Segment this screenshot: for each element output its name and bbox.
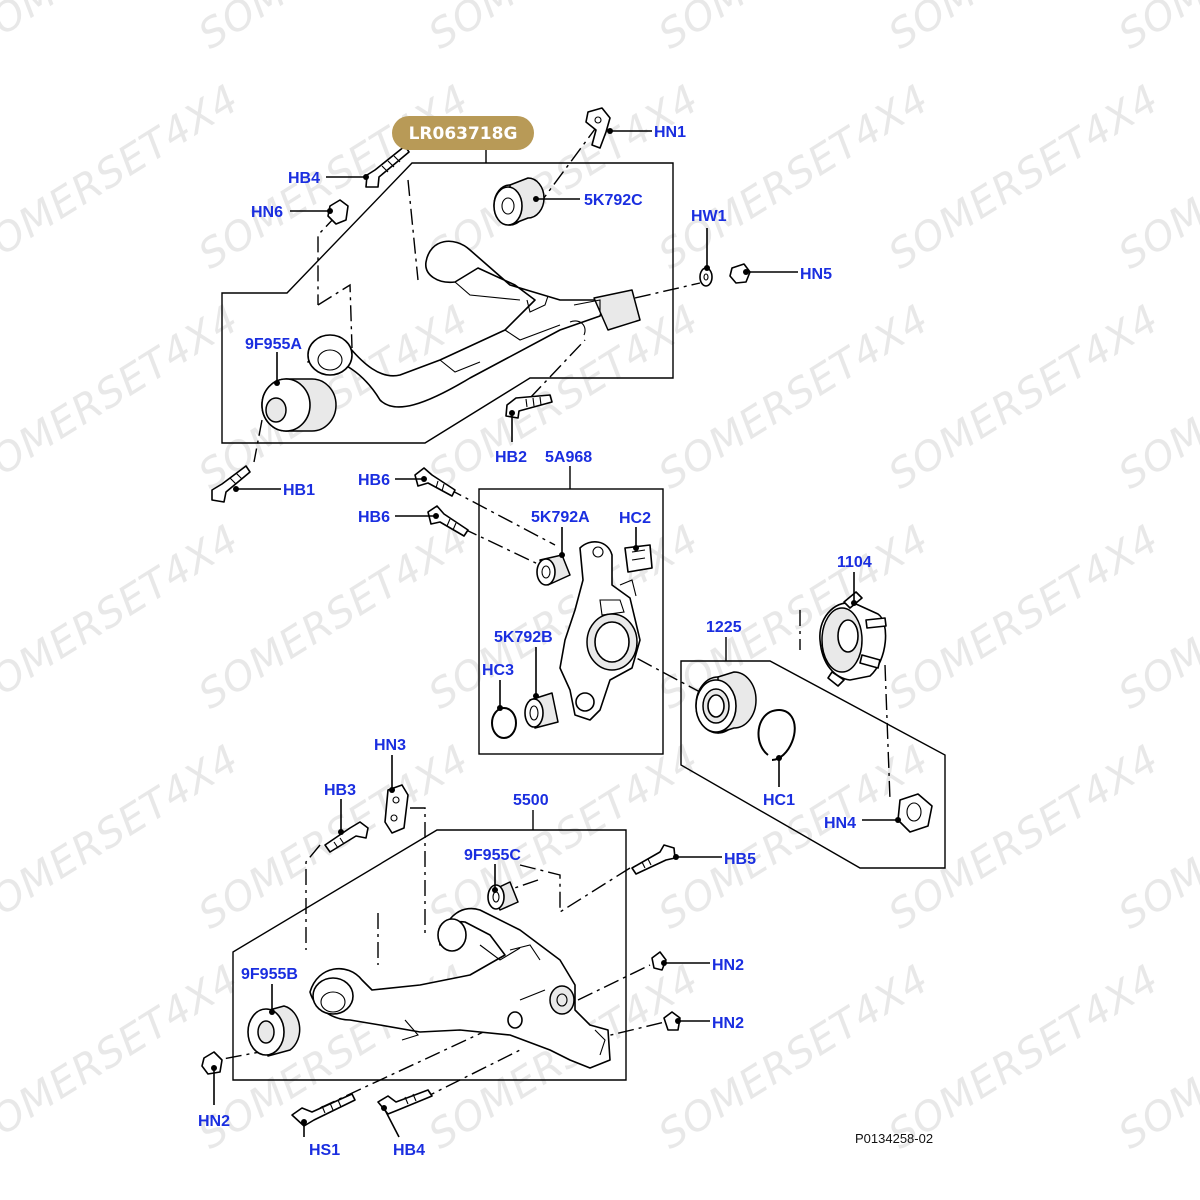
- callout-hb2: HB2: [495, 449, 527, 466]
- callout-hb6-b: HB6: [358, 509, 390, 526]
- callout-hn4: HN4: [824, 815, 856, 832]
- callout-hb3: HB3: [324, 782, 356, 799]
- nut-hn2-b: [663, 1011, 681, 1031]
- callout-9f955b: 9F955B: [241, 966, 298, 983]
- bush-5k792c: [493, 177, 545, 226]
- clip-hn1: [585, 107, 611, 149]
- callout-hc1: HC1: [763, 792, 795, 809]
- diagram-reference-code: P0134258-02: [855, 1131, 933, 1146]
- bolt-hb3: [324, 821, 369, 853]
- nut-hn2-c: [201, 1051, 223, 1075]
- callout-1104: 1104: [837, 554, 872, 571]
- upper-arm-frame: [221, 162, 674, 444]
- callout-hn2-b: HN2: [712, 1015, 744, 1032]
- callout-hb4-bottom: HB4: [393, 1142, 425, 1159]
- callout-5k792a: 5K792A: [531, 509, 590, 526]
- callout-hb4-top: HB4: [288, 170, 320, 187]
- nut-hn4: [897, 793, 933, 833]
- upper-control-arm: [307, 240, 641, 408]
- callout-hb5: HB5: [724, 851, 756, 868]
- callout-9f955a: 9F955A: [245, 336, 302, 353]
- knuckle-frame: [478, 488, 664, 755]
- callout-hn1: HN1: [654, 124, 686, 141]
- callout-hb1: HB1: [283, 482, 315, 499]
- bolt-hb1: [211, 465, 251, 503]
- callout-hc3: HC3: [482, 662, 514, 679]
- circlip-hc3: [491, 707, 517, 739]
- clip-hc2: [624, 544, 653, 573]
- hub-1104: [819, 591, 887, 687]
- callout-5a968: 5A968: [545, 449, 592, 466]
- bolt-hb5: [631, 844, 676, 875]
- circlip-hc1: [757, 709, 796, 761]
- bolt-hb4-top: [365, 145, 410, 188]
- callout-hw1: HW1: [691, 208, 727, 225]
- callout-hn2-c: HN2: [198, 1113, 230, 1130]
- callout-hn3: HN3: [374, 737, 406, 754]
- callout-hn2-a: HN2: [712, 957, 744, 974]
- part-number-badge: LR063718G: [392, 116, 534, 150]
- bush-9f955c: [487, 881, 519, 911]
- bearing-1225: [695, 671, 757, 734]
- bush-5k792b: [524, 692, 559, 729]
- callout-5k792b: 5K792B: [494, 629, 553, 646]
- bush-9f955b: [247, 1005, 301, 1057]
- bolt-hb6-b: [427, 505, 469, 537]
- callout-hs1: HS1: [309, 1142, 340, 1159]
- callout-hc2: HC2: [619, 510, 651, 527]
- assembly-frames: [221, 150, 946, 1081]
- bolt-hs1: [291, 1093, 356, 1127]
- nut-hn5: [729, 263, 751, 284]
- callout-1225: 1225: [706, 619, 742, 636]
- bush-9f955a: [261, 334, 353, 432]
- bracket-hn3: [384, 784, 409, 834]
- part-number-text: LR063718G: [409, 124, 518, 144]
- knuckle-5a968: [559, 541, 641, 721]
- bolt-hb4-bottom: [377, 1089, 433, 1115]
- callout-5500: 5500: [513, 792, 549, 809]
- bolt-hb2: [505, 394, 553, 419]
- bush-5k792a: [536, 554, 571, 586]
- lower-arm-frame: [232, 829, 627, 1081]
- callout-9f955c: 9F955C: [464, 847, 521, 864]
- bolt-hb6-a: [414, 467, 456, 497]
- callouts: HN1 HB4 5K792C HN6 HW1 HN5 9F955A HB2 HB…: [198, 124, 901, 1159]
- callout-hn6: HN6: [251, 204, 283, 221]
- watermark-text: SOMERSET4X4: [1111, 0, 1200, 58]
- hub-frame: [680, 660, 946, 869]
- lower-control-arm-5500: [309, 907, 611, 1069]
- callout-5k792c: 5K792C: [584, 192, 643, 209]
- callout-hn5: HN5: [800, 266, 832, 283]
- nut-hn6: [327, 199, 349, 225]
- callout-hb6-a: HB6: [358, 472, 390, 489]
